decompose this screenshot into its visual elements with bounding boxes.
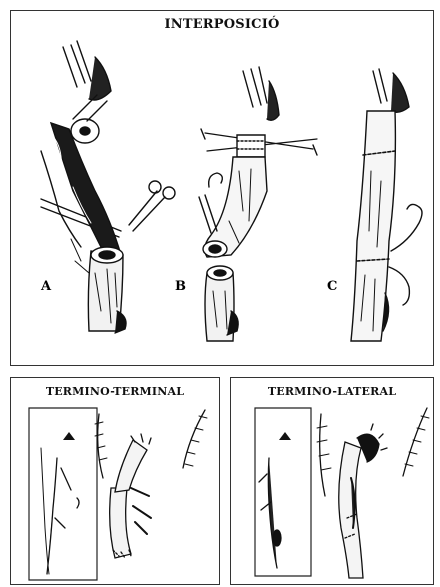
end-to-end-panel: TERMINO-TERMINAL xyxy=(10,377,220,585)
figure-label-c: C xyxy=(327,279,337,294)
end-to-side-illustration xyxy=(231,378,435,586)
interposition-illustration xyxy=(11,11,435,367)
end-to-end-illustration xyxy=(11,378,221,586)
figure-label-b: B xyxy=(175,279,186,294)
figure-label-a: A xyxy=(41,279,51,294)
figure-a-drawing xyxy=(41,41,175,333)
figure-b-drawing xyxy=(199,67,317,341)
interposition-panel: INTERPOSICIÓ xyxy=(10,10,434,366)
figure-c-drawing xyxy=(351,69,422,341)
end-to-side-panel: TERMINO-LATERAL xyxy=(230,377,434,585)
